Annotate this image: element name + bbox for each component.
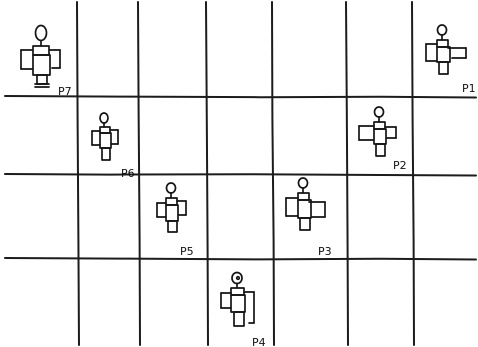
grid-line-h1 — [5, 96, 476, 98]
figure-label-p1: P1 — [462, 82, 476, 95]
figure-label-p2: P2 — [393, 159, 407, 172]
figure-label-p6: P6 — [121, 167, 135, 180]
figure-label-p4: P4 — [252, 336, 266, 347]
figure-label-p7: P7 — [58, 85, 72, 98]
figure-label-p5: P5 — [180, 245, 194, 258]
figure-label-p3: P3 — [318, 245, 332, 258]
